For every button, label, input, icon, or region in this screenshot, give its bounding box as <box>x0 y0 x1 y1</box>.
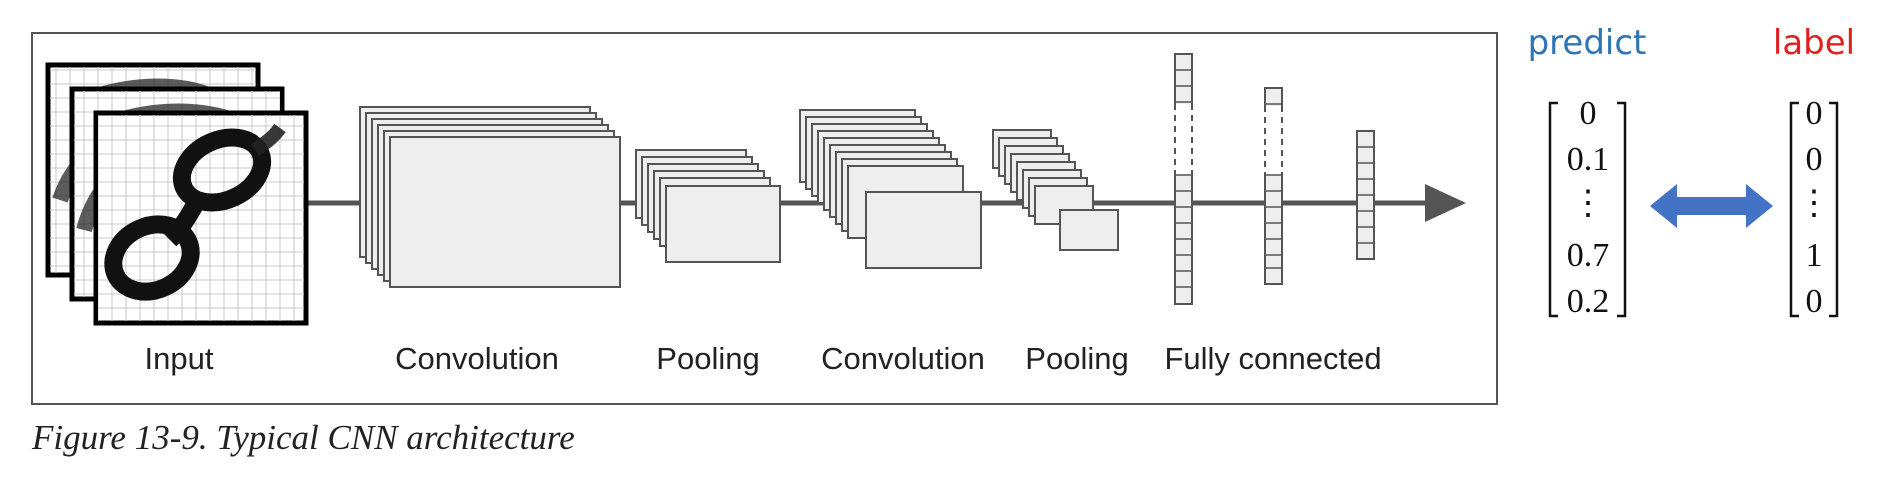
stage-label-pool2: Pooling <box>1025 341 1128 376</box>
flow-arrowhead <box>1425 184 1466 222</box>
label-vector: 0 0 ⋮ 1 0 <box>1789 95 1839 320</box>
figure-caption: Figure 13-9. Typical CNN architecture <box>31 418 575 457</box>
fc-layer-2 <box>1263 87 1284 285</box>
predict-bracket-left <box>1548 101 1558 318</box>
label-value-4: 0 <box>1806 283 1823 320</box>
label-value-1: 0 <box>1806 141 1823 178</box>
predict-bracket-right <box>1617 101 1627 318</box>
stage-label-conv2: Convolution <box>821 341 985 376</box>
input-digit-front <box>93 110 309 326</box>
label-value-3: 1 <box>1806 237 1823 274</box>
predict-value-3: 0.7 <box>1567 237 1610 274</box>
label-bracket-right <box>1829 101 1839 318</box>
label-header: label <box>1773 23 1855 63</box>
stage-label-conv1: Convolution <box>395 341 559 376</box>
predict-value-4: 0.2 <box>1567 283 1610 320</box>
predict-vector: 0 0.1 ⋮ 0.7 0.2 <box>1548 95 1627 320</box>
fc-layer-1 <box>1173 53 1194 305</box>
pool1-stack <box>635 149 781 263</box>
pool2-stack <box>992 129 1119 251</box>
conv2-stack <box>799 109 982 269</box>
stage-label-fc: Fully connected <box>1164 341 1381 376</box>
predict-value-2: ⋮ <box>1571 185 1605 222</box>
conv1-stack <box>359 106 621 288</box>
label-bracket-left <box>1789 101 1799 318</box>
compare-double-arrow <box>1650 184 1773 228</box>
stage-label-pool1: Pooling <box>656 341 759 376</box>
predict-value-0: 0 <box>1580 95 1597 132</box>
label-value-2: ⋮ <box>1797 185 1831 222</box>
predict-header: predict <box>1528 23 1647 63</box>
predict-value-1: 0.1 <box>1567 141 1610 178</box>
label-value-0: 0 <box>1806 95 1823 132</box>
input-images <box>45 62 309 326</box>
fc-layer-3 <box>1356 130 1375 260</box>
stage-label-input: Input <box>145 341 214 376</box>
